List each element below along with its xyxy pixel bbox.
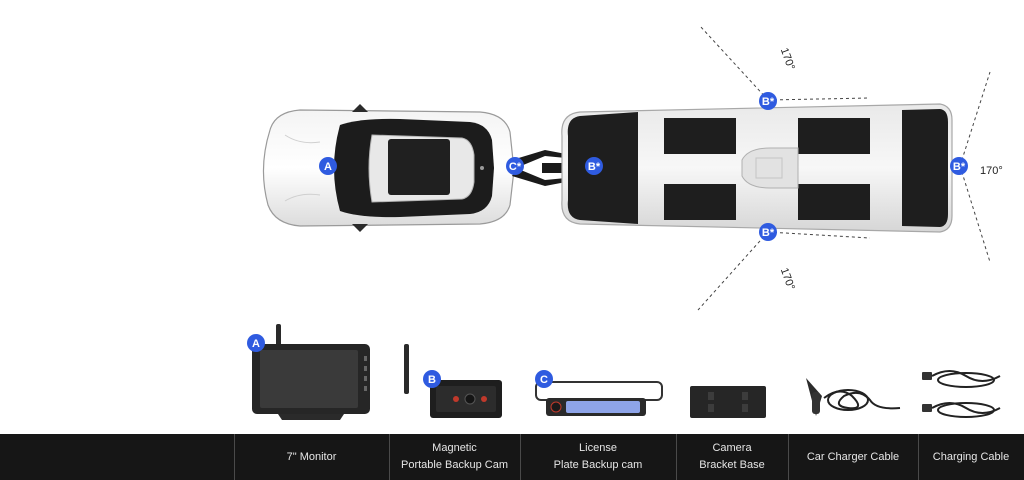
backup-cam-product: B [404, 344, 502, 418]
divider [520, 434, 521, 480]
label-line: Charging Cable [932, 450, 1010, 463]
badge-car-monitor: A [319, 157, 337, 175]
divider [234, 434, 235, 480]
label-bracket-base: Camera Bracket Base [676, 434, 788, 480]
badge-label: A [252, 338, 260, 350]
divider [676, 434, 677, 480]
badge-label: C* [509, 161, 522, 173]
badge-label: C [540, 374, 548, 386]
trailer-top-view [561, 103, 953, 233]
car-charger-cable-product [806, 378, 901, 416]
badge-trailer-rear-camera: B* [950, 157, 968, 175]
angle-label-top: 170° [778, 46, 797, 71]
label-line: Camera [712, 442, 752, 454]
label-line: Car Charger Cable [806, 450, 900, 463]
charging-cable-product [922, 370, 1001, 418]
label-backup-cam: Magnetic Portable Backup Cam [389, 434, 520, 480]
label-car-charger: Car Charger Cable [788, 434, 918, 480]
label-line: 7" Monitor [286, 450, 337, 463]
badge-label: A [324, 161, 332, 173]
monitor-product: A [247, 324, 370, 420]
badge-label: B [428, 374, 436, 386]
angle-label-right: 170° [980, 165, 1003, 177]
label-line: Bracket Base [699, 459, 765, 471]
label-line: Magnetic [432, 442, 477, 454]
trailer-hitch [512, 150, 566, 186]
badge-label: B* [762, 227, 775, 239]
label-line: Portable Backup Cam [401, 459, 508, 471]
license-plate-cam-product: C [535, 370, 663, 416]
label-line: License [579, 442, 617, 454]
badge-trailer-front-camera: B* [585, 157, 603, 175]
label-monitor: 7" Monitor [234, 434, 389, 480]
label-plate-cam: License Plate Backup cam [520, 434, 676, 480]
divider [918, 434, 919, 480]
badge-label: B* [762, 96, 775, 108]
car-top-view [262, 104, 515, 232]
product-labels-bar: 7" Monitor Magnetic Portable Backup Cam … [0, 434, 1024, 480]
divider [389, 434, 390, 480]
badge-trailer-bottom-camera: B* [759, 223, 777, 241]
badge-trailer-top-camera: B* [759, 92, 777, 110]
bracket-base-product [690, 386, 766, 418]
badge-hitch-camera: C* [506, 157, 524, 175]
camera-view-lines [697, 25, 991, 311]
badge-label: B* [588, 161, 601, 173]
label-line: Plate Backup cam [553, 459, 643, 471]
label-charging-cable: Charging Cable [918, 434, 1024, 480]
badge-label: B* [953, 161, 966, 173]
divider [788, 434, 789, 480]
angle-label-bottom: 170° [778, 266, 797, 291]
